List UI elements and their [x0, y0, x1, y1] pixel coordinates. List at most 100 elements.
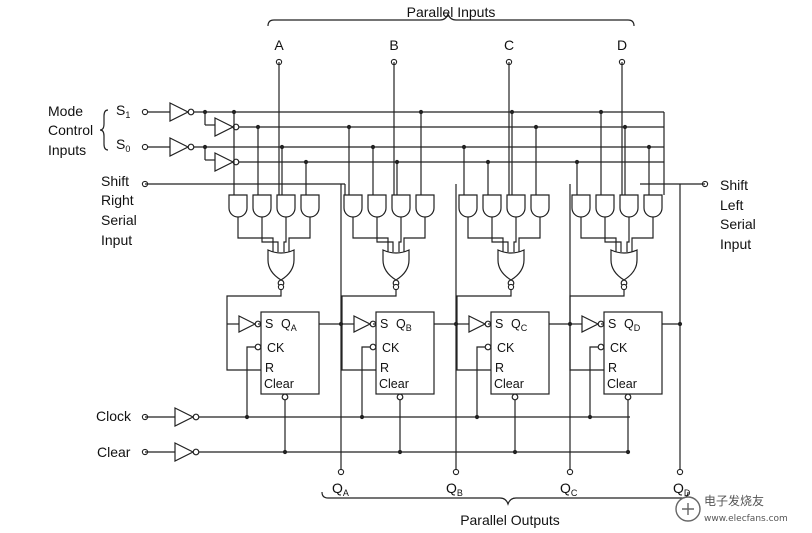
- junction-dot: [202, 144, 208, 150]
- wire: [491, 232, 509, 252]
- junction-dot: [598, 109, 604, 115]
- inversion-bubble: [511, 393, 519, 401]
- and-gate-a-1: [228, 194, 248, 218]
- inversion-bubble: [624, 393, 632, 401]
- s1-label: S1: [116, 102, 130, 120]
- watermark-text: 电子发烧友: [704, 493, 764, 508]
- shift-left-line-1: Shift: [720, 177, 748, 193]
- junction-dot: [574, 159, 580, 165]
- ff-pin-ck-a: CK: [267, 341, 285, 355]
- output-terminal-d: [676, 468, 684, 476]
- mode-control-brace: [99, 109, 109, 151]
- wire: [237, 232, 274, 252]
- wire: [341, 324, 376, 371]
- and-gate-a-4: [300, 194, 320, 218]
- wire: [604, 232, 622, 252]
- shift-right-line-1: Shift: [101, 173, 129, 189]
- s0-inverter-icon: [214, 152, 235, 172]
- junction-dot: [370, 144, 376, 150]
- ff-pin-clear-a: Clear: [264, 377, 294, 391]
- wire: [403, 232, 426, 252]
- parallel-outputs-brace: [321, 491, 689, 506]
- nor-gate-b: [382, 249, 410, 281]
- junction-dot: [282, 449, 288, 455]
- and-gate-d-2: [595, 194, 615, 218]
- wire: [246, 346, 255, 417]
- flipflop-d: [603, 311, 663, 395]
- output-terminal-b: [452, 468, 460, 476]
- junction-dot: [533, 124, 539, 130]
- wire: [476, 346, 485, 417]
- junction-dot: [587, 414, 593, 420]
- input-label-c: C: [504, 37, 514, 53]
- output-label-qa: QA: [332, 480, 349, 498]
- and-gate-d-3: [619, 194, 639, 218]
- ff-pin-s-b: S: [380, 317, 388, 331]
- inversion-bubble: [254, 343, 262, 351]
- junction-dot: [231, 109, 237, 115]
- wire: [376, 232, 394, 252]
- s0-buffer-icon: [169, 137, 190, 157]
- input-label-b: B: [389, 37, 398, 53]
- inversion-bubble: [187, 143, 195, 151]
- shift-left-line-2: Left: [720, 197, 743, 213]
- inversion-bubble: [192, 413, 200, 421]
- wire: [361, 346, 370, 417]
- ff-pin-ck-d: CK: [610, 341, 628, 355]
- junction-dot: [359, 414, 365, 420]
- junction-dot: [485, 159, 491, 165]
- shift-left-line-3: Serial: [720, 216, 756, 232]
- wire: [398, 232, 402, 252]
- wire: [352, 232, 389, 252]
- and-gate-d-4: [643, 194, 663, 218]
- nor-output-b: [392, 283, 400, 291]
- ff-pin-clear-d: Clear: [607, 377, 637, 391]
- and-gate-c-1: [458, 194, 478, 218]
- inversion-bubble: [396, 393, 404, 401]
- ff-pin-r-c: R: [495, 361, 504, 375]
- clear-buffer-icon: [174, 442, 195, 462]
- inversion-bubble: [192, 448, 200, 456]
- wire: [467, 232, 504, 252]
- ff-pin-r-b: R: [380, 361, 389, 375]
- wire: [631, 232, 654, 252]
- junction-dot: [625, 449, 631, 455]
- junction-dot: [255, 124, 261, 130]
- and-gate-b-3: [391, 194, 411, 218]
- mode-control-line-1: Mode: [48, 103, 83, 119]
- nor-output-c: [507, 283, 515, 291]
- shift-left-line-4: Input: [720, 236, 751, 252]
- wire: [589, 346, 598, 417]
- flipflop-b: [375, 311, 435, 395]
- wire: [456, 290, 512, 324]
- ff-input-buffer-icon-b: [353, 315, 372, 333]
- parallel-inputs-brace: [267, 12, 635, 27]
- junction-dot: [346, 124, 352, 130]
- wire: [626, 232, 630, 252]
- mode-control-line-3: Inputs: [48, 142, 86, 158]
- inversion-bubble: [484, 343, 492, 351]
- output-terminal-c: [566, 468, 574, 476]
- and-gate-d-1: [571, 194, 591, 218]
- shift-right-line-2: Right: [101, 192, 134, 208]
- output-label-qc: QC: [560, 480, 578, 498]
- nor-output-a: [277, 283, 285, 291]
- junction-dot: [303, 159, 309, 165]
- wire: [288, 232, 311, 252]
- wire: [226, 290, 282, 324]
- junction-dot: [418, 109, 424, 115]
- s1-inverter-icon: [214, 117, 235, 137]
- and-gate-c-2: [482, 194, 502, 218]
- and-gate-b-1: [343, 194, 363, 218]
- flipflop-c: [490, 311, 550, 395]
- output-label-qb: QB: [446, 480, 463, 498]
- nor-gate-a: [267, 249, 295, 281]
- input-label-d: D: [617, 37, 627, 53]
- nor-gate-d: [610, 249, 638, 281]
- wire: [569, 324, 604, 371]
- junction-dot: [509, 109, 515, 115]
- wire: [456, 324, 491, 371]
- nor-output-d: [620, 283, 628, 291]
- ff-pin-s-d: S: [608, 317, 616, 331]
